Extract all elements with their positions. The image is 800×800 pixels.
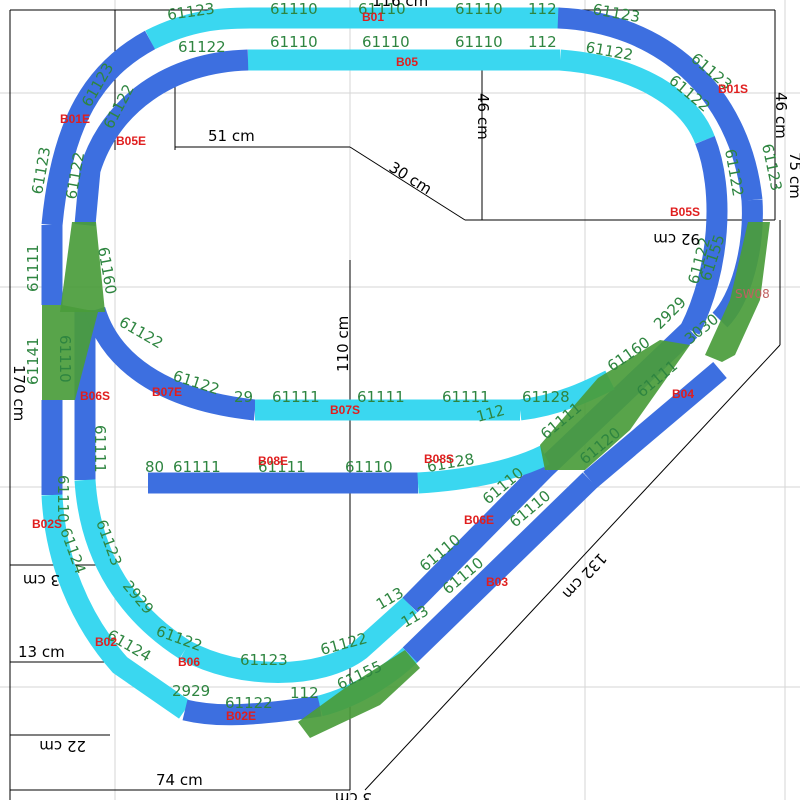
block-b01: B01 xyxy=(362,10,384,24)
track-bottom-inner xyxy=(179,597,418,683)
block-b04: B04 xyxy=(672,387,694,401)
code-mid-upper-6: 61111 xyxy=(442,388,490,406)
block-b02s: B02S xyxy=(32,517,62,531)
code-top-outer-4: 61110 xyxy=(455,0,503,18)
dim-3-cm: 3 cm xyxy=(23,571,60,589)
track-b07-curve xyxy=(84,306,257,421)
code-left-inner-5: 61111 xyxy=(91,425,109,473)
block-b01e: B01E xyxy=(60,112,90,126)
block-b03: B03 xyxy=(486,575,508,589)
track-diag-b04 xyxy=(583,361,727,489)
track-top-inner-left xyxy=(74,49,249,226)
block-b06e: B06E xyxy=(464,513,494,527)
code-left-outer-5: 61110 xyxy=(54,475,72,523)
dim-51-cm: 51 cm xyxy=(208,127,255,145)
code-mid-lower-3: 61111 xyxy=(258,458,306,476)
track-b08-curve xyxy=(417,445,550,494)
switch-pieces xyxy=(42,222,770,738)
code-bottom-outer-5: 112 xyxy=(290,684,319,702)
code-mid-upper-3: 29 xyxy=(234,388,253,406)
code-mid-upper-5: 61111 xyxy=(357,388,405,406)
code-top-inner-2: 61110 xyxy=(270,33,318,51)
block-labels: B01 B05 B01S B05S B01E B05E B07E B07S B0… xyxy=(32,10,770,723)
code-bottom-inner-4: 61123 xyxy=(240,651,288,669)
block-b08e: B08E xyxy=(258,454,288,468)
code-bottom-outer-3: 2929 xyxy=(172,682,210,700)
code-mid-lower-4: 61110 xyxy=(345,458,393,476)
block-b05s: B05S xyxy=(670,205,700,219)
dim-30-cm: 30 cm xyxy=(386,158,435,198)
code-top-inner-5: 112 xyxy=(528,33,557,51)
block-b05: B05 xyxy=(396,55,418,69)
code-mid-lower-2: 61111 xyxy=(173,458,221,476)
track-diag-b03 xyxy=(402,472,598,663)
block-b06s: B06S xyxy=(80,389,110,403)
block-b06: B06 xyxy=(178,655,200,669)
dim-46-cm-right: 46 cm xyxy=(772,92,790,139)
dimension-lines xyxy=(9,9,781,800)
switch-left-lower xyxy=(42,305,98,400)
dim-132-cm: 132 cm xyxy=(559,549,611,602)
switch-left-upper xyxy=(60,222,105,312)
track-left-inner-curve xyxy=(74,479,191,659)
track-diag-b06e xyxy=(402,460,553,613)
track-right-inner-blue xyxy=(680,136,728,335)
code-left-outer-3: 61111 xyxy=(24,244,42,292)
code-top-inner-4: 61110 xyxy=(455,33,503,51)
dim-13-cm: 13 cm xyxy=(18,643,65,661)
dim-22-cm: 22 cm xyxy=(39,737,86,755)
dim-3-cm-bottom: 3 cm xyxy=(335,789,372,800)
dim-116-cm: 116 cm xyxy=(372,0,428,10)
code-top-inner-1: 61122 xyxy=(178,38,226,56)
switch-label-sw08: SW08 xyxy=(735,287,770,301)
code-left-outer-4: 61141 xyxy=(24,337,42,385)
dim-75-cm: 75 cm xyxy=(786,152,800,199)
dim-110-cm: 110 cm xyxy=(334,316,352,372)
block-b05e: B05E xyxy=(116,134,146,148)
track-top-outer-blue xyxy=(557,7,763,202)
dim-74-cm: 74 cm xyxy=(156,771,203,789)
code-top-inner-3: 61110 xyxy=(362,33,410,51)
code-top-outer-2: 61110 xyxy=(270,0,318,18)
code-top-outer-5: 112 xyxy=(528,0,557,18)
dim-46-cm: 46 cm xyxy=(474,93,492,140)
dim-92-cm: 92 cm xyxy=(653,230,700,248)
track-left-outer-curve xyxy=(41,494,191,719)
outer-loop-track xyxy=(41,7,763,726)
track-top-inner-curve-right xyxy=(559,49,715,145)
code-left-inner-4: 61110 xyxy=(56,335,74,383)
code-right-outer-2: 61123 xyxy=(758,142,786,192)
block-b07e: B07E xyxy=(152,385,182,399)
block-b08s: B08S xyxy=(424,452,454,466)
track-top-outer-cyan xyxy=(145,7,560,50)
track-left-outer-top xyxy=(41,30,156,226)
track-bottom-outer xyxy=(182,695,322,726)
switch-right-mid xyxy=(540,340,690,470)
switch-right-sw08 xyxy=(705,222,770,362)
code-top-outer-3: 61110 xyxy=(358,0,406,18)
block-b07s: B07S xyxy=(330,403,360,417)
block-b02e: B02E xyxy=(226,709,256,723)
code-bottom-outer-4: 61122 xyxy=(225,694,273,712)
block-b01s: B01S xyxy=(718,82,748,96)
code-mid-upper-4: 61111 xyxy=(272,388,320,406)
code-mid-upper-7: 61128 xyxy=(522,388,570,406)
dim-170-cm: 170 cm xyxy=(10,365,28,421)
block-b02: B02 xyxy=(95,635,117,649)
code-top-outer-1: 61123 xyxy=(166,0,216,24)
switch-bottom xyxy=(298,650,420,738)
code-mid-lower-1: 80 xyxy=(145,458,164,476)
